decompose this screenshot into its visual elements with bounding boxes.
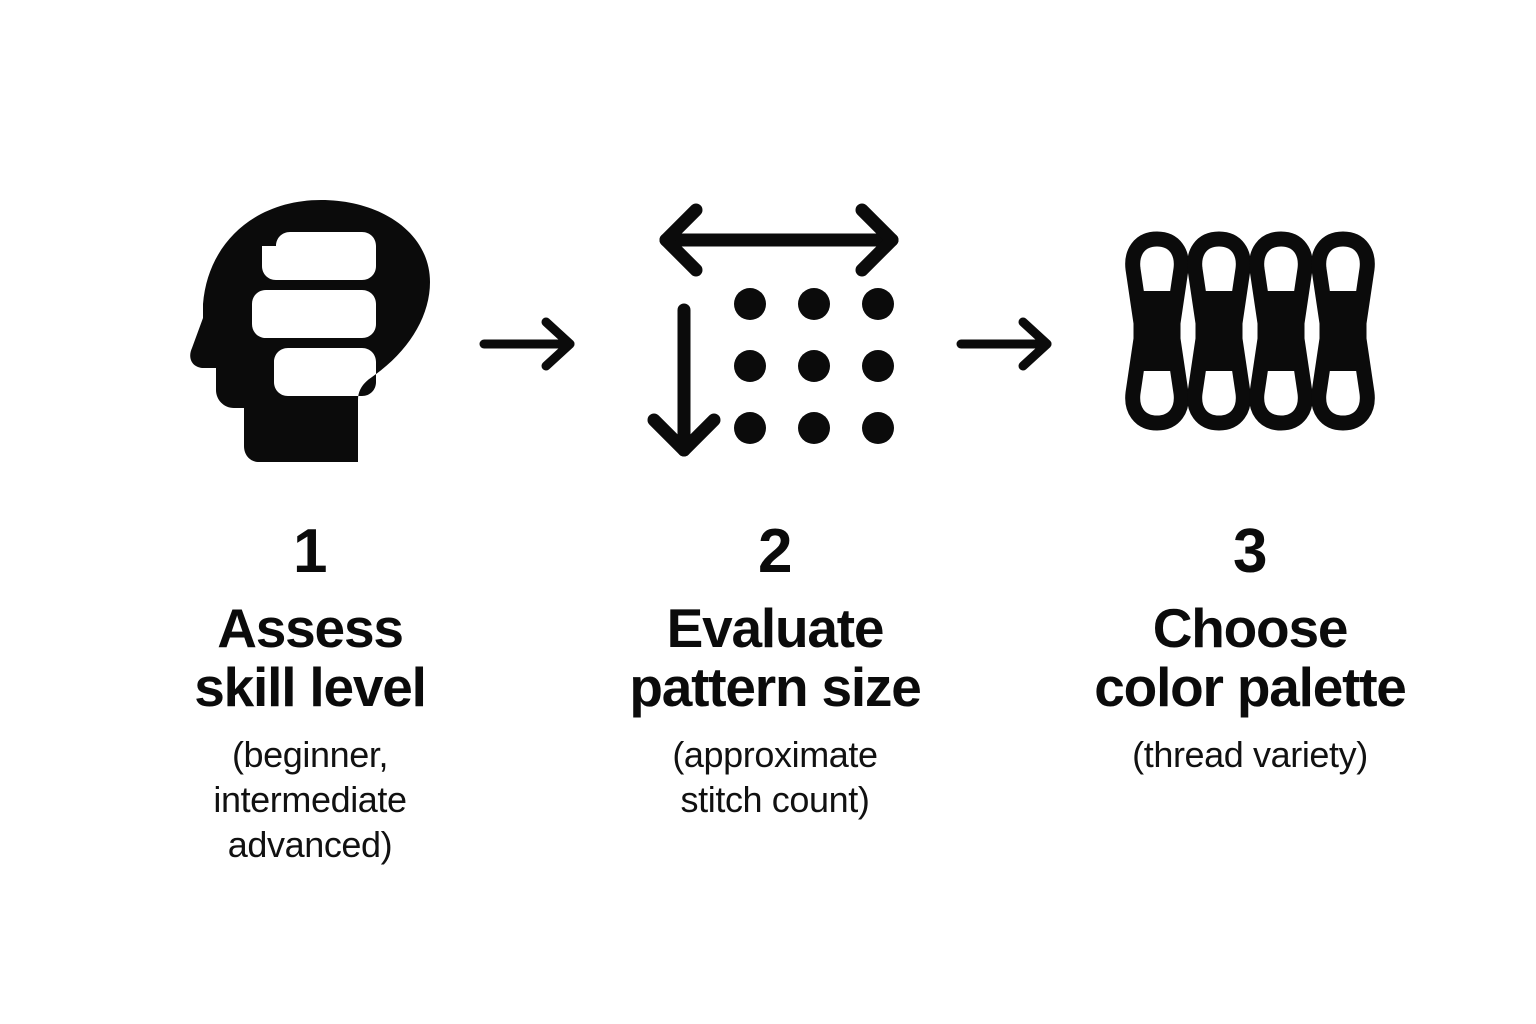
step-subtitle: (beginner, intermediate advanced): [213, 733, 407, 865]
step-number: 1: [293, 517, 327, 586]
step-subtitle: (approximate stitch count): [672, 733, 878, 820]
step-title: Evaluate pattern size: [629, 597, 921, 719]
arrow-right-icon: [478, 312, 598, 382]
horizontal-double-arrow: [659, 203, 899, 277]
step-title: Choose color palette: [1094, 597, 1407, 719]
step-2: 2 Evaluate pattern size (approximate sti…: [565, 195, 985, 822]
dot-grid: [734, 288, 894, 444]
step-3: 3 Choose color palette (thread variety): [1040, 195, 1460, 777]
grid-dots-measure-icon: [635, 195, 915, 467]
step-1: 1 Assess skill level (beginner, intermed…: [100, 195, 520, 867]
arrow-right-icon: [955, 312, 1075, 382]
step-subtitle: (thread variety): [1132, 733, 1368, 775]
thread-skeins-icon: [1110, 195, 1390, 467]
vertical-down-arrow: [647, 303, 721, 457]
step-number: 3: [1233, 517, 1267, 586]
step-title: Assess skill level: [194, 597, 427, 719]
step-number: 2: [758, 517, 792, 586]
head-profile-thinking-icon: [170, 195, 450, 467]
